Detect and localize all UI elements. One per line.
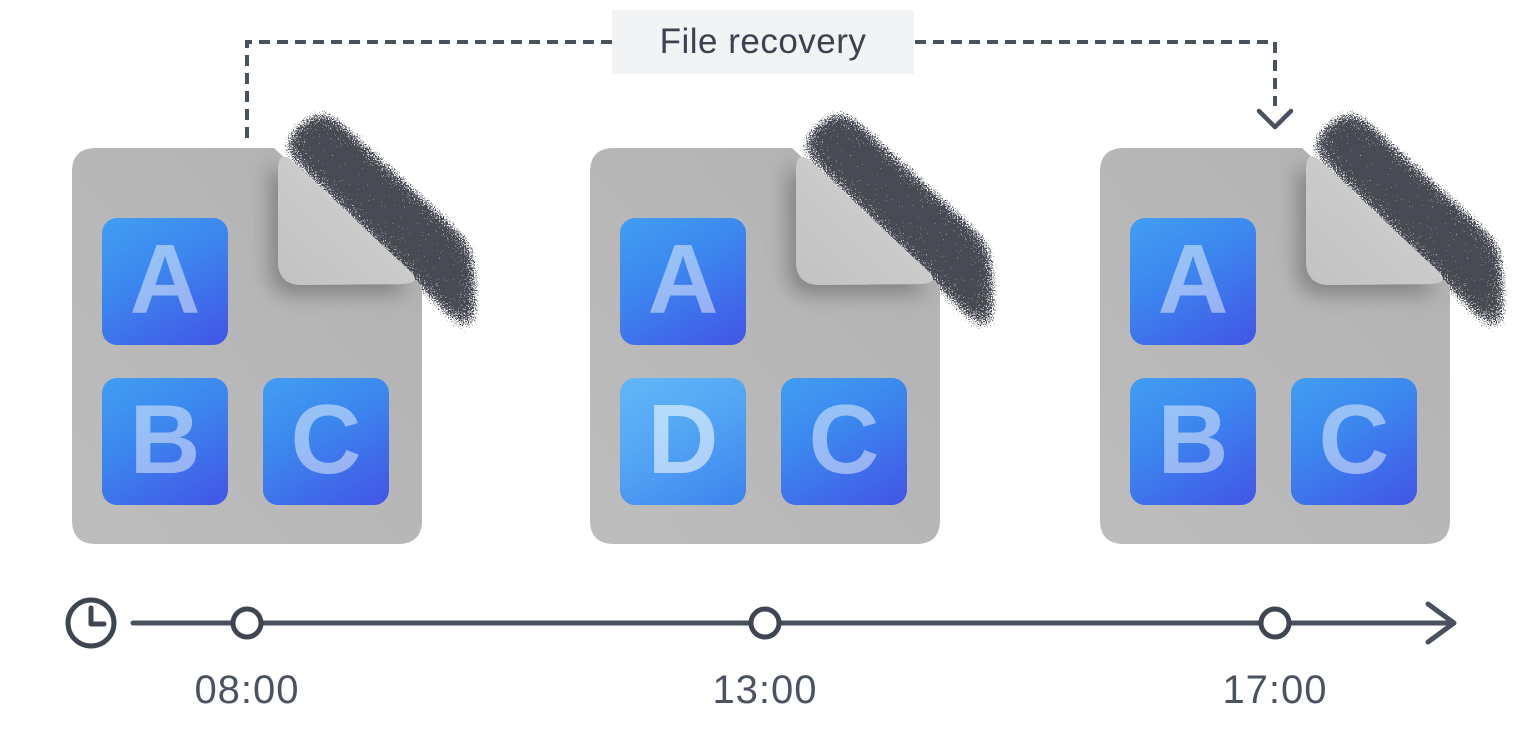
document-snapshot-1300: A D C [590, 106, 996, 544]
folded-corner [796, 156, 933, 285]
file-block-d: D [620, 378, 746, 505]
folded-corner [1306, 156, 1443, 285]
file-block-a: A [1130, 218, 1256, 345]
file-block-a: A [102, 218, 228, 345]
document-snapshot-1700: A B C [1100, 106, 1506, 544]
file-block-letter: C [1318, 383, 1390, 494]
file-recovery-label-text: File recovery [659, 22, 867, 61]
dissolve-shadow [796, 106, 996, 346]
file-block-c: C [263, 378, 389, 505]
file-block-letter: A [129, 223, 201, 334]
time-label-1300: 13:00 [712, 668, 818, 712]
time-label-0800: 08:00 [194, 668, 300, 712]
file-block-letter: D [647, 383, 719, 494]
file-block-c: C [781, 378, 907, 505]
document-snapshot-0800: A B C [72, 106, 478, 544]
folded-corner [278, 156, 415, 285]
file-block-letter: C [290, 383, 362, 494]
dissolve-shadow [278, 106, 478, 346]
dissolve-shadow [1306, 106, 1506, 346]
file-block-b: B [102, 378, 228, 505]
file-block-letter: A [647, 223, 719, 334]
file-block-a: A [620, 218, 746, 345]
file-recovery-label: File recovery [612, 10, 914, 74]
file-block-b: B [1130, 378, 1256, 505]
file-block-letter: A [1157, 223, 1229, 334]
time-label-1700: 17:00 [1222, 668, 1328, 712]
file-block-letter: B [1157, 383, 1229, 494]
file-block-c: C [1291, 378, 1417, 505]
file-block-letter: C [808, 383, 880, 494]
file-block-letter: B [129, 383, 201, 494]
